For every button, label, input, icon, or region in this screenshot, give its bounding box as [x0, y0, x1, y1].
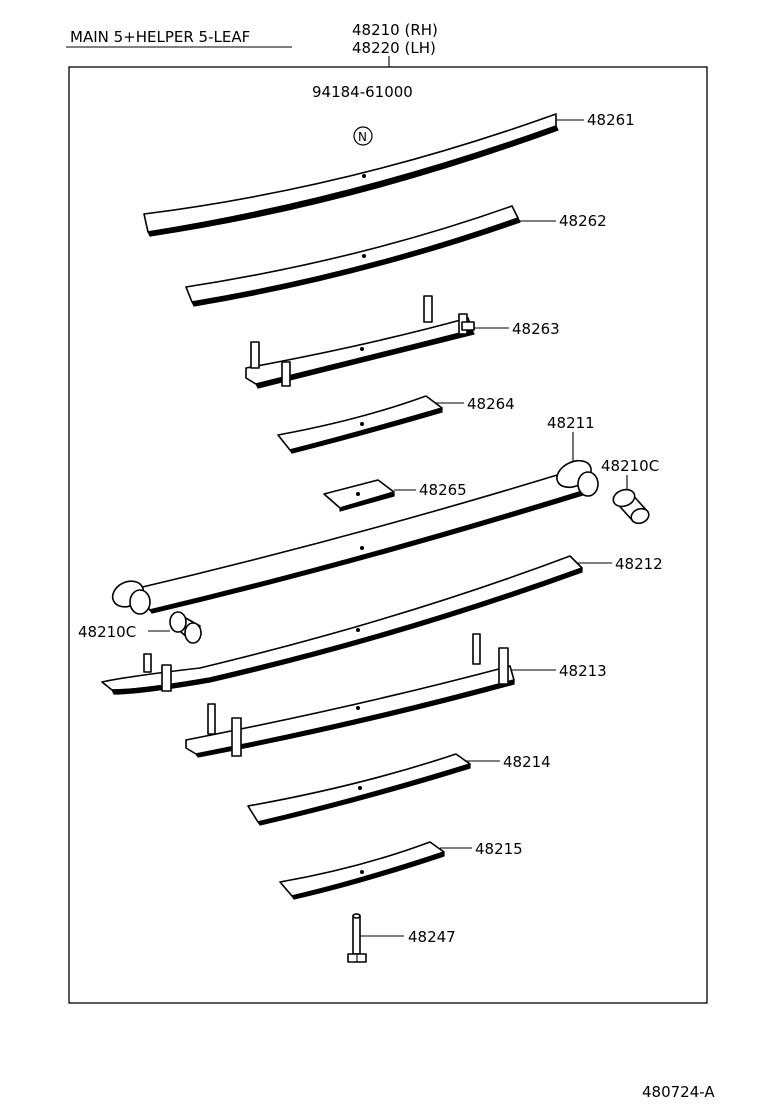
leaf-48262	[185, 205, 521, 307]
pad-48265	[323, 479, 395, 512]
label-48214: 48214	[503, 753, 551, 771]
label-48215: 48215	[475, 840, 523, 858]
leaf-48261	[143, 113, 559, 237]
assembly-number-rh: 48210 (RH)	[352, 21, 438, 39]
label-48262: 48262	[559, 212, 607, 230]
label-48212: 48212	[615, 555, 663, 573]
leaf-48264	[277, 395, 443, 454]
nut-symbol-icon: N	[353, 126, 373, 146]
leaf-48214	[247, 753, 471, 826]
leaf-48211	[111, 459, 599, 615]
label-48213: 48213	[559, 662, 607, 680]
leaf-48215	[279, 841, 445, 900]
label-48211: 48211	[547, 414, 595, 432]
leaf-48263	[245, 295, 475, 389]
label-48264: 48264	[467, 395, 515, 413]
label-48263: 48263	[512, 320, 560, 338]
label-48247: 48247	[408, 928, 456, 946]
label-48210C-right: 48210C	[601, 457, 659, 475]
leaf-48212	[101, 555, 583, 695]
label-48210C-left: 48210C	[78, 623, 136, 641]
figure-code: 480724-A	[642, 1083, 715, 1101]
nut-part-number: 94184-61000	[312, 83, 413, 101]
assembly-frame	[68, 66, 708, 1004]
label-48261: 48261	[587, 111, 635, 129]
bushing-48210C-right	[612, 488, 650, 525]
leaf-48213	[185, 633, 515, 758]
svg-text:N: N	[358, 130, 367, 144]
diagram-title: MAIN 5+HELPER 5-LEAF	[70, 28, 250, 46]
label-48265: 48265	[419, 481, 467, 499]
center-bolt-48247	[347, 913, 367, 963]
assembly-number-lh: 48220 (LH)	[352, 39, 436, 57]
bushing-48210C-left	[169, 611, 202, 644]
